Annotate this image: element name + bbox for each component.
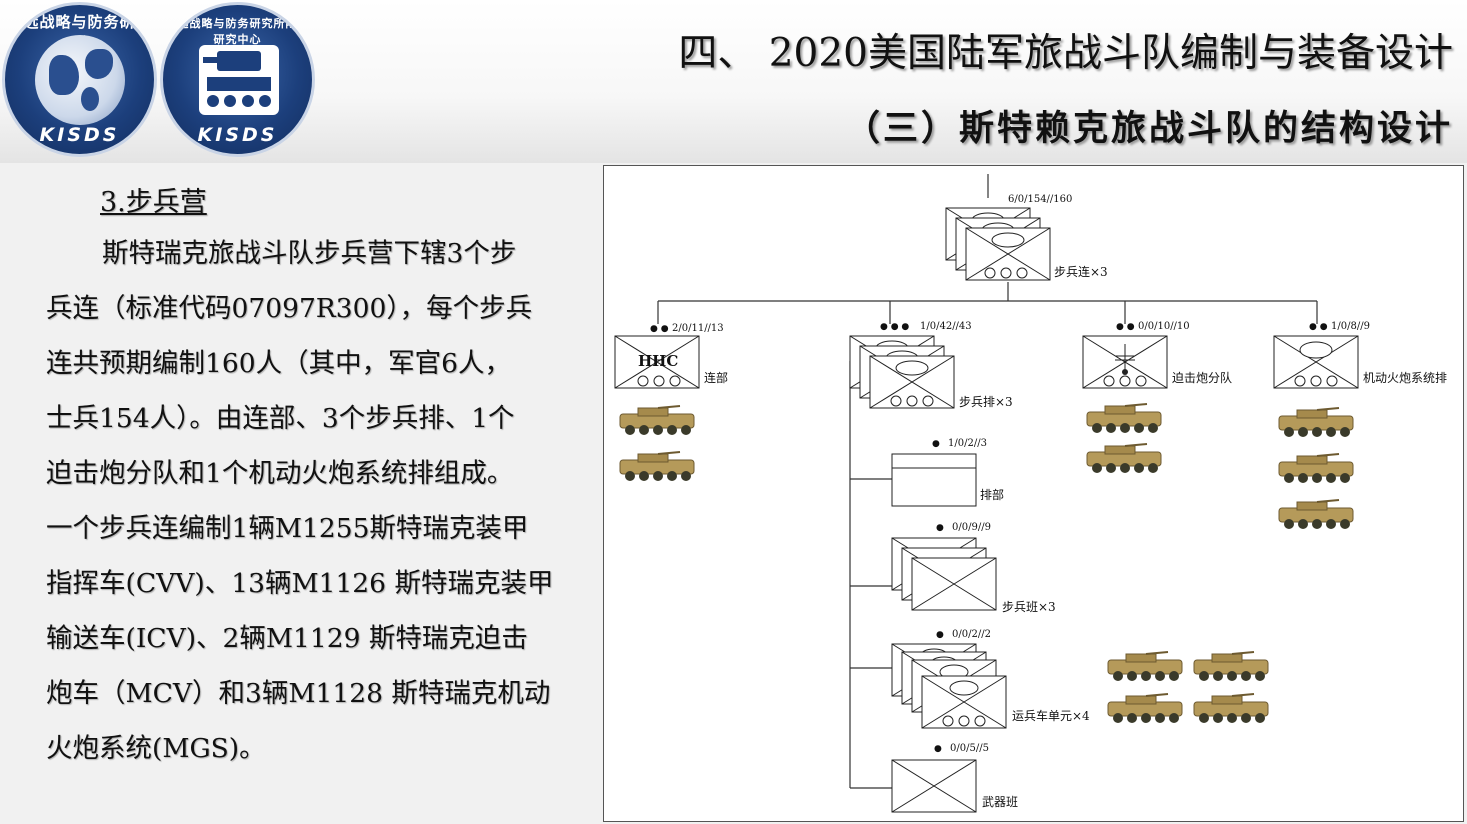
paragraph-line: 斯特瑞克旅战斗队步兵营下辖3个步 xyxy=(102,238,517,269)
vehicle-unit-symbol xyxy=(891,643,1007,729)
hq-vehicle-2 xyxy=(619,451,695,482)
mortar-symbol xyxy=(1082,335,1168,389)
platoon-hq-symbol xyxy=(891,453,977,507)
kisds-logo: 知远战略与防务研究所 KISDS xyxy=(2,2,157,157)
mortar-vehicle-1 xyxy=(1086,403,1162,434)
weapons-symbol xyxy=(891,759,977,813)
hq-echelon: ● ● xyxy=(650,324,669,334)
paragraph-line: 一个步兵连编制1辆M1255斯特瑞克装甲 xyxy=(46,513,529,544)
vehicle-unit-label: 运兵车单元×4 xyxy=(1012,708,1090,723)
paragraph-line: 输送车(ICV)、2辆M1129 斯特瑞克迫击 xyxy=(46,623,528,654)
paragraph-line: 指挥车(CVV)、13辆M1126 斯特瑞克装甲 xyxy=(46,568,554,599)
paragraph-line: 火炮系统(MGS)。 xyxy=(46,733,266,764)
vehicle-unit-echelon: ● xyxy=(936,630,944,640)
mortar-strength: 0/0/10//10 xyxy=(1138,321,1190,332)
paragraph-line: 迫击炮分队和1个机动火炮系统排组成。 xyxy=(46,458,514,489)
mgs-strength: 1/0/8//9 xyxy=(1331,321,1370,332)
mgs-vehicle-1 xyxy=(1278,407,1354,438)
logo-ring-text: 知远战略与防务研究所陆战研究中心 xyxy=(165,17,310,46)
transport-vehicle-1 xyxy=(1107,651,1183,682)
company-strength: 6/0/154//160 xyxy=(1008,194,1072,205)
platoon-symbol xyxy=(849,335,955,409)
weapons-echelon: ● xyxy=(934,744,942,754)
vehicle-unit-strength: 0/0/2//2 xyxy=(952,629,991,640)
transport-vehicle-3 xyxy=(1107,693,1183,724)
logo-abbr: KISDS xyxy=(39,124,120,146)
tank-icon xyxy=(199,45,279,115)
logo-abbr: KISDS xyxy=(197,124,278,146)
squad-symbol xyxy=(891,537,997,611)
hq-strength: 2/0/11//13 xyxy=(672,323,724,334)
mgs-label: 机动火炮系统排 xyxy=(1363,371,1447,385)
connector-lines xyxy=(657,174,1318,789)
company-label: 步兵连×3 xyxy=(1054,264,1108,279)
page-title: 四、 2020美国陆军旅战斗队编制与装备设计 xyxy=(678,31,1453,76)
mortar-echelon: ● ● xyxy=(1116,322,1135,332)
mortar-label: 迫击炮分队 xyxy=(1172,370,1232,385)
section-heading: 3.步兵营 xyxy=(100,187,207,218)
squad-echelon: ● xyxy=(936,523,944,533)
mortar-vehicle-2 xyxy=(1086,443,1162,474)
platoon-hq-label: 排部 xyxy=(980,487,1004,502)
page-subtitle: （三）斯特赖克旅战斗队的结构设计 xyxy=(844,108,1453,149)
paragraph-line: 士兵154人）。由连部、3个步兵排、1个 xyxy=(46,403,515,434)
body-paragraph: 斯特瑞克旅战斗队步兵营下辖3个步 兵连（标准代码07097R300），每个步兵 … xyxy=(46,226,594,776)
org-chart: 6/0/154//160 步兵连×3 ● ● 2/0/11//13 HHC 连部… xyxy=(603,165,1464,822)
transport-vehicle-4 xyxy=(1193,693,1269,724)
paragraph-line: 连共预期编制160人（其中，军官6人， xyxy=(46,348,511,379)
header-band: 知远战略与防务研究所 KISDS 知远战略与防务研究所陆战研究中心 KISDS … xyxy=(0,0,1467,163)
globe-icon xyxy=(35,35,125,125)
weapons-strength: 0/0/5//5 xyxy=(950,743,989,754)
mgs-vehicle-2 xyxy=(1278,453,1354,484)
kisds-landwar-logo: 知远战略与防务研究所陆战研究中心 KISDS xyxy=(160,2,315,157)
transport-vehicle-2 xyxy=(1193,651,1269,682)
hq-symbol-text: HHC xyxy=(638,352,678,370)
platoon-hq-echelon: ● xyxy=(932,439,940,449)
paragraph-line: 兵连（标准代码07097R300），每个步兵 xyxy=(46,293,533,324)
mgs-symbol xyxy=(1273,335,1359,389)
platoon-strength: 1/0/42//43 xyxy=(920,321,972,332)
hq-vehicle-1 xyxy=(619,405,695,436)
mgs-vehicle-3 xyxy=(1278,499,1354,530)
squad-strength: 0/0/9//9 xyxy=(952,522,991,533)
paragraph-line: 炮车（MCV）和3辆M1128 斯特瑞克机动 xyxy=(46,678,551,709)
weapons-label: 武器班 xyxy=(982,795,1018,809)
platoon-echelon: ● ● ● xyxy=(880,322,909,332)
hq-label: 连部 xyxy=(704,370,728,385)
company-symbol xyxy=(945,207,1051,281)
mgs-echelon: ● ● xyxy=(1309,322,1328,332)
platoon-label: 步兵排×3 xyxy=(959,395,1013,409)
hq-symbol xyxy=(614,335,700,389)
platoon-hq-strength: 1/0/2//3 xyxy=(948,438,987,449)
squad-label: 步兵班×3 xyxy=(1002,600,1056,614)
